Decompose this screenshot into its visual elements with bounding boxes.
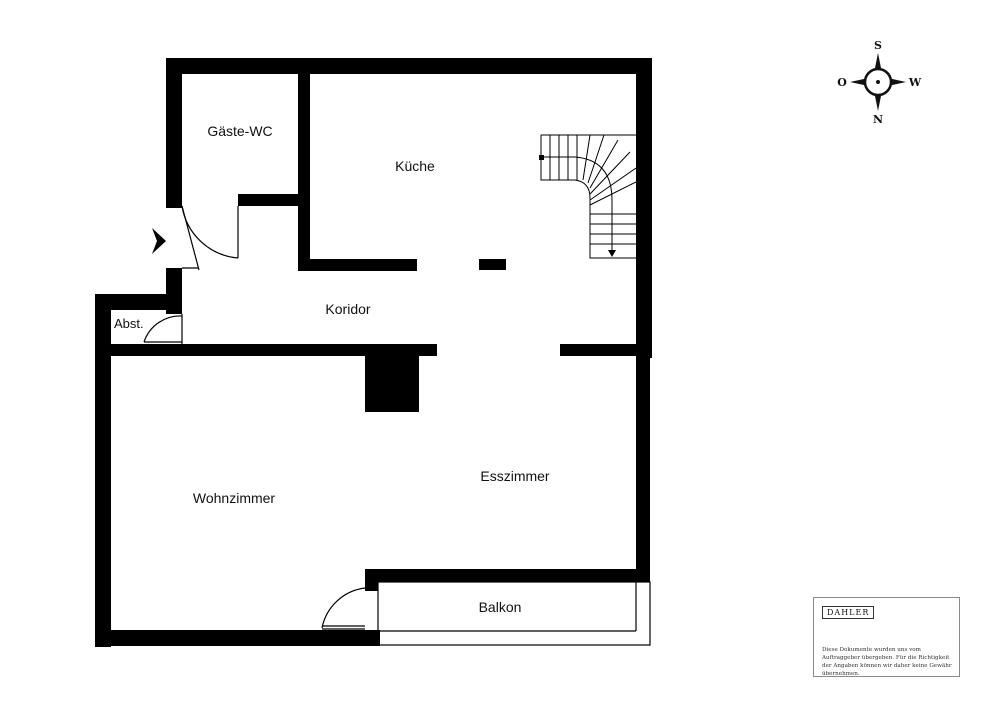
- wall-right-lower: [636, 354, 650, 582]
- stair-arrow-icon: [608, 250, 616, 257]
- storage-door-swing: [143, 315, 183, 343]
- stair-start-marker: [539, 155, 544, 160]
- balcony-outline: [377, 581, 651, 646]
- compass-label-bottom: N: [873, 113, 883, 126]
- kitchen-column: [479, 259, 506, 270]
- wall-top: [166, 58, 652, 74]
- brand-logo: DAHLER: [822, 606, 875, 619]
- entrance-arrow-icon: [152, 228, 166, 254]
- fireplace: [365, 344, 419, 412]
- room-label-dining-room: Esszimmer: [480, 468, 550, 484]
- legend-box: DAHLER Diese Dokumente wurden uns vom Au…: [813, 597, 960, 677]
- balcony-door-swing: [321, 587, 366, 629]
- room-label-living-room: Wohnzimmer: [193, 490, 276, 506]
- wall-balcony-top: [365, 569, 650, 582]
- wall-living-top: [95, 344, 437, 356]
- stair-walkline: [541, 156, 613, 252]
- wall-storage-top: [95, 294, 182, 310]
- compass-label-right: W: [908, 76, 922, 89]
- wall-balcony-stub: [365, 569, 378, 591]
- wall-dining-top: [560, 344, 650, 356]
- room-label-balcony: Balkon: [479, 599, 522, 615]
- wall-left: [95, 294, 111, 647]
- staircase: [540, 134, 637, 259]
- room-label-kitchen: Küche: [395, 158, 435, 174]
- compass-label-left: O: [837, 76, 847, 89]
- wall-bottom: [95, 630, 380, 646]
- entrance-door-swing: [181, 205, 239, 259]
- wall-right-upper: [636, 58, 652, 358]
- room-label-storage: Abst.: [114, 316, 144, 331]
- walls: [95, 58, 652, 647]
- wall-kitchen-left: [298, 58, 310, 270]
- room-label-corridor: Koridor: [325, 301, 370, 317]
- disclaimer-text: Diese Dokumente wurden uns vom Auftragge…: [822, 647, 952, 677]
- wall-kitchen-bottom: [298, 259, 417, 271]
- room-label-guest-wc: Gäste-WC: [207, 123, 272, 139]
- compass-label-top: S: [874, 39, 882, 52]
- wall-wc-left: [166, 58, 182, 208]
- wall-wc-bottom: [238, 194, 310, 206]
- compass-icon: S N O W: [837, 39, 922, 126]
- doors: [143, 205, 366, 630]
